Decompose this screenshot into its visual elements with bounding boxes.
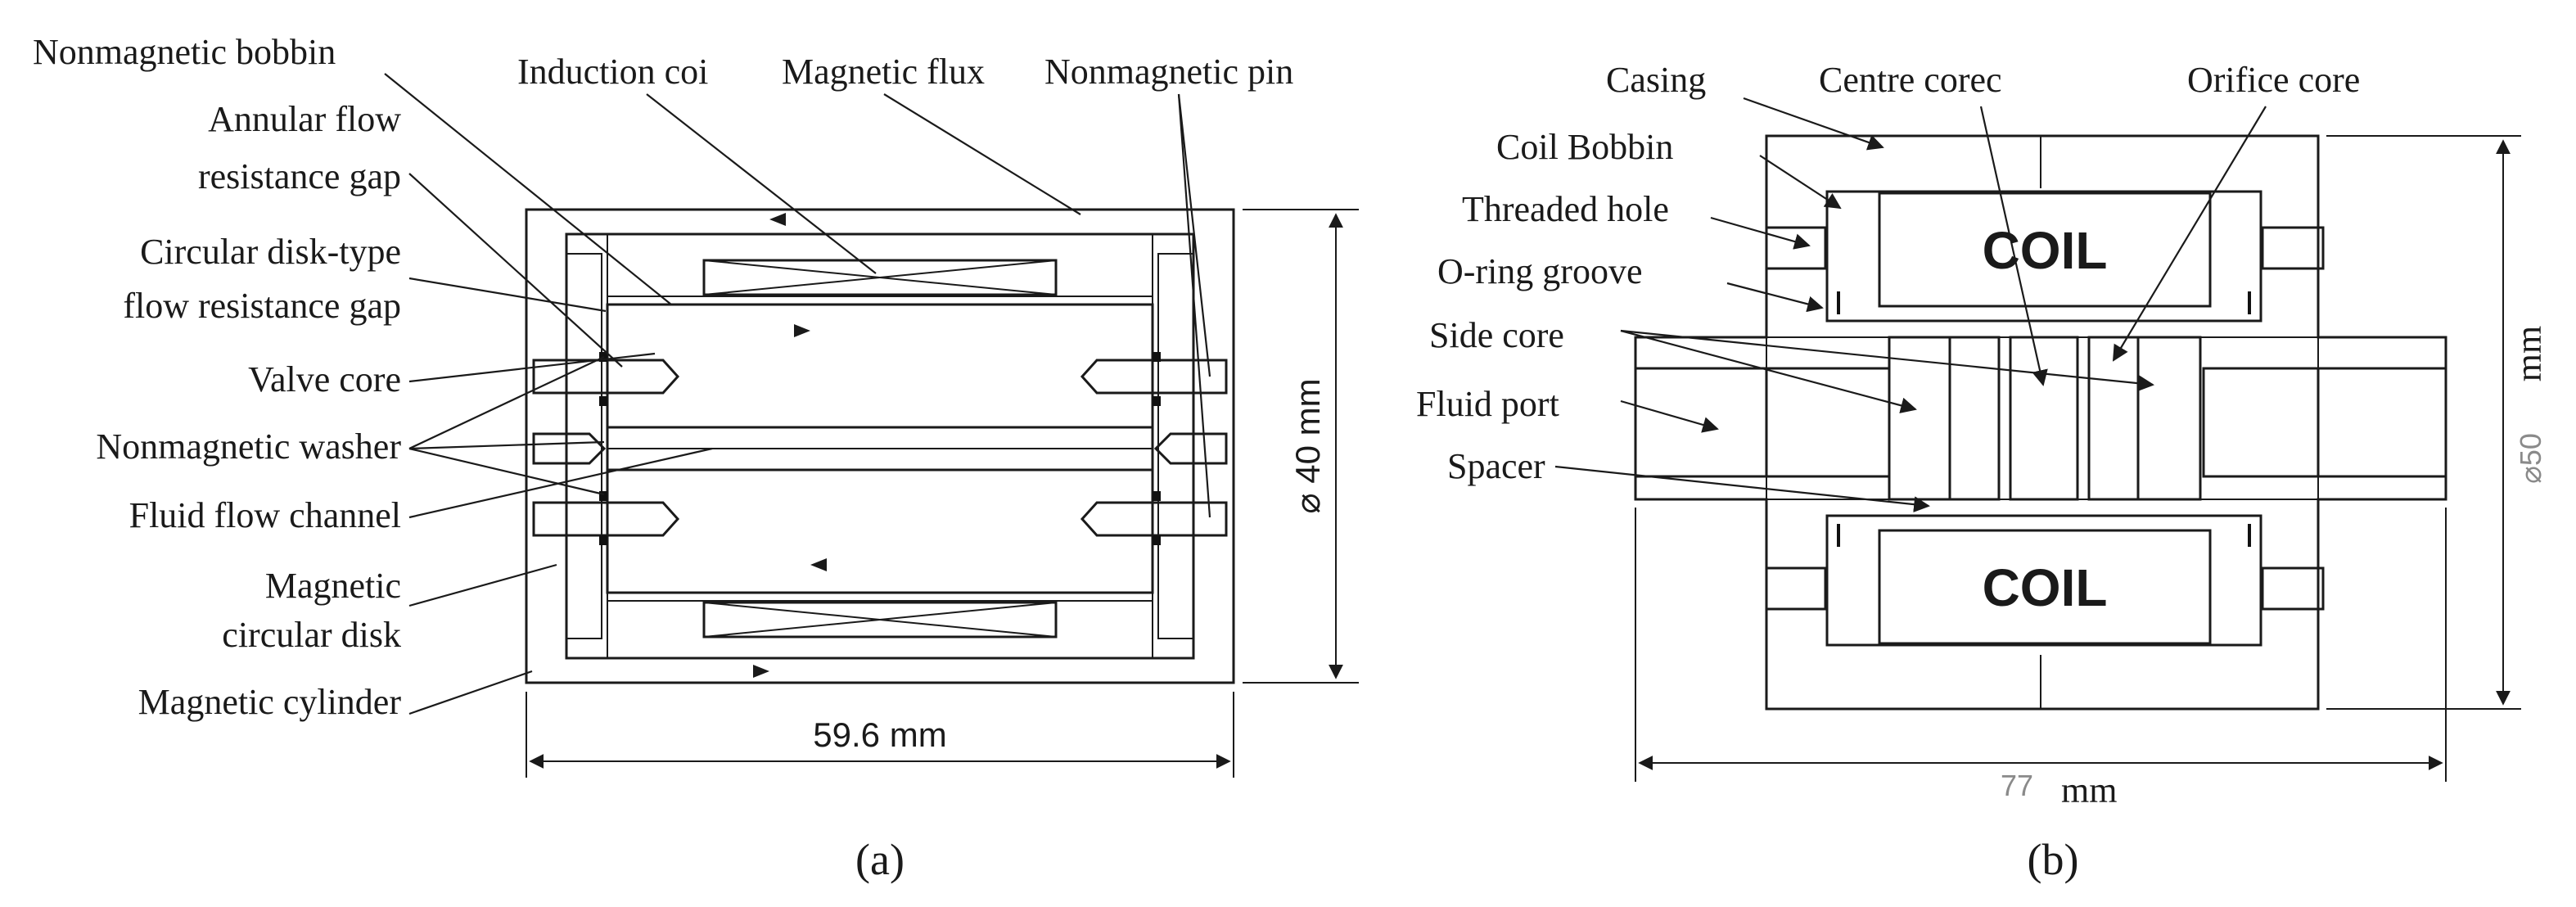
label-valve-core: Valve core xyxy=(248,359,401,399)
diameter-dim-a-text: ⌀ 40 mm xyxy=(1288,378,1327,513)
magnetic-circular-disks xyxy=(566,233,1194,659)
induction-coil-top xyxy=(702,259,1058,296)
nonmagnetic-pins xyxy=(532,359,1228,537)
label-oring-groove: O-ring groove xyxy=(1437,251,1643,291)
label-annular-gap-line2: resistance gap xyxy=(198,156,401,196)
diameter-dim-b-value: ⌀50 xyxy=(2514,433,2547,484)
label-fluid-port: Fluid port xyxy=(1416,384,1559,424)
label-magnetic-disk-line1: Magnetic xyxy=(265,566,401,606)
leader-lines-a xyxy=(384,73,1211,715)
width-dimension-a: 59.6 mm xyxy=(526,692,1234,778)
label-magnetic-flux: Magnetic flux xyxy=(782,52,985,92)
label-coil-bobbin: Coil Bobbin xyxy=(1496,127,1673,167)
coil-top-label: COIL xyxy=(1983,221,2108,280)
magnetic-cylinder-drawing xyxy=(525,208,1235,684)
label-nonmagnetic-pin: Nonmagnetic pin xyxy=(1044,52,1293,92)
panel-b: COIL COIL xyxy=(1416,60,2549,884)
label-nonmagnetic-bobbin: Nonmagnetic bobbin xyxy=(33,32,336,72)
coil-bottom-box: COIL xyxy=(1878,529,2212,645)
induction-coil-bottom xyxy=(702,601,1058,639)
panel-a: 59.6 mm ⌀ 40 mm Nonmagnetic bobbin Annul… xyxy=(33,32,1359,884)
label-disk-gap-line2: flow resistance gap xyxy=(123,286,401,326)
width-dimension-b: 77 mm xyxy=(1635,508,2447,810)
label-disk-gap-line1: Circular disk-type xyxy=(140,232,401,272)
label-centre-core: Centre corec xyxy=(1819,60,2002,100)
coil-bottom-label: COIL xyxy=(1983,558,2108,617)
label-magnetic-cylinder: Magnetic cylinder xyxy=(138,682,402,722)
width-dim-b-value: 77 xyxy=(2001,769,2033,802)
fluid-port-left xyxy=(1765,367,1891,478)
centre-core xyxy=(2009,336,2079,501)
label-nonmagnetic-washer: Nonmagnetic washer xyxy=(96,426,401,467)
coil-bobbins xyxy=(1825,190,2262,647)
valve-core-drawing xyxy=(606,303,1154,594)
label-annular-gap-line1: Annular flow xyxy=(208,99,401,139)
label-side-core: Side core xyxy=(1429,315,1564,355)
core-assembly xyxy=(1634,336,2447,501)
label-spacer: Spacer xyxy=(1447,446,1545,486)
label-magnetic-disk-line2: circular disk xyxy=(222,615,401,655)
caption-a: (a) xyxy=(855,835,905,884)
label-orifice-core: Orifice core xyxy=(2187,60,2360,100)
diameter-dimension-a: ⌀ 40 mm xyxy=(1243,209,1359,684)
diameter-dim-b-unit: mm xyxy=(2509,326,2549,381)
label-casing: Casing xyxy=(1606,60,1706,100)
width-dim-b-unit: mm xyxy=(2061,770,2117,810)
caption-b: (b) xyxy=(2028,835,2079,884)
coil-top-box: COIL xyxy=(1878,192,2212,308)
label-threaded-hole: Threaded hole xyxy=(1462,189,1669,229)
label-induction-coil: Induction coi xyxy=(517,52,708,92)
label-fluid-flow-channel: Fluid flow channel xyxy=(129,495,401,535)
diameter-dimension-b: ⌀50 mm xyxy=(2326,135,2549,710)
leader-lines-b xyxy=(1554,97,2267,512)
threaded-holes xyxy=(1765,226,2325,611)
width-dim-a-text: 59.6 mm xyxy=(813,715,946,754)
fluid-port-right xyxy=(2202,367,2320,478)
flux-arrows xyxy=(753,213,827,678)
oring-grooves xyxy=(1837,291,2251,547)
side-core-right xyxy=(2136,336,2202,501)
